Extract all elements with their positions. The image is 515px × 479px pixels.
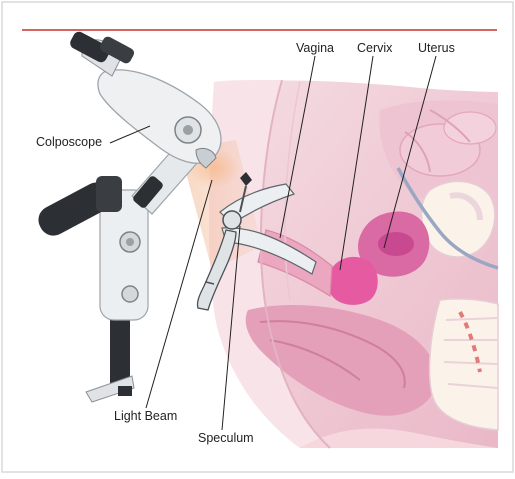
label-colposcope: Colposcope [36,135,102,149]
label-uterus: Uterus [418,41,455,55]
anatomy-cross-section [209,80,498,448]
label-vagina: Vagina [296,41,334,55]
label-cervix: Cervix [357,41,393,55]
label-light-beam: Light Beam [114,409,177,423]
label-speculum: Speculum [198,431,254,445]
